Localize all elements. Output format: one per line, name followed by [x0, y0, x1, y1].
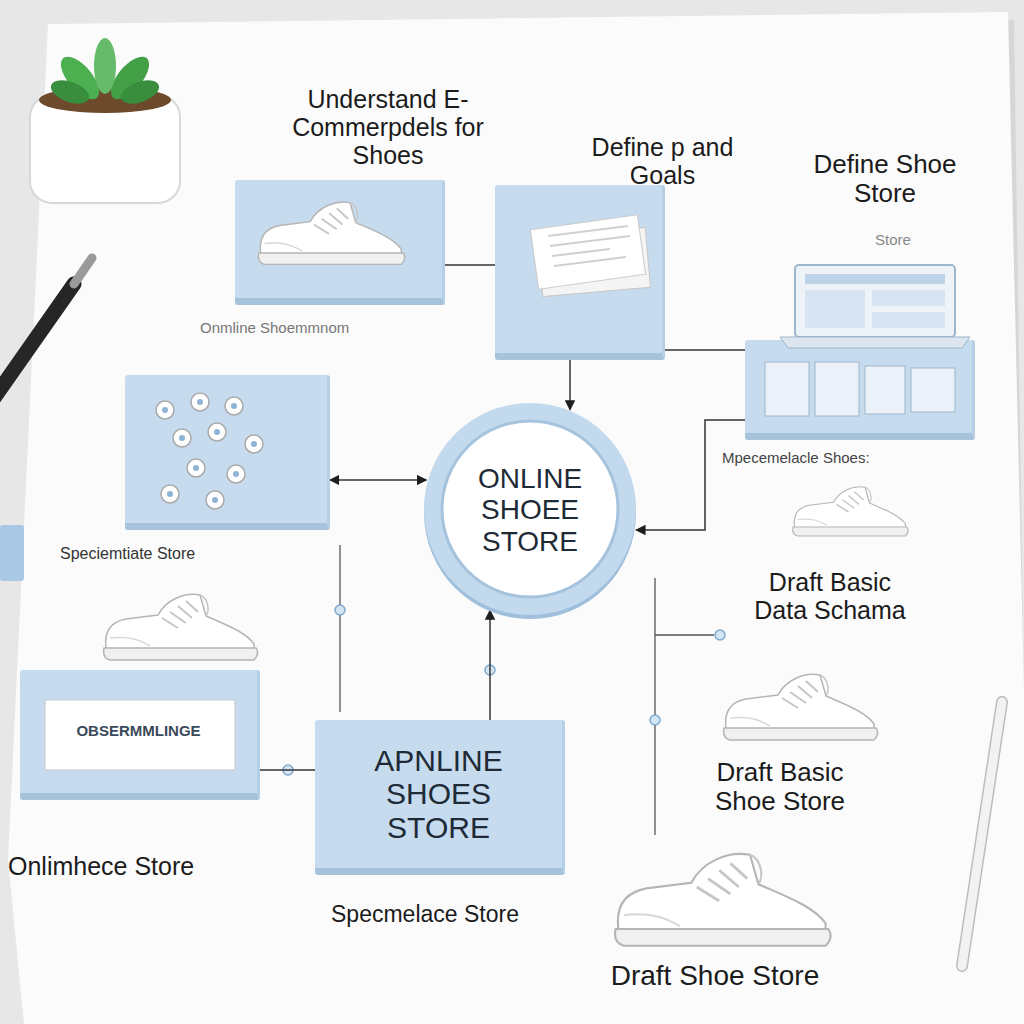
connector — [489, 610, 491, 720]
step-heading: Define Shoe Store — [795, 150, 975, 208]
step-label: Draft Basic Data Schama — [745, 568, 915, 624]
hub-title: ONLINE SHOEE STORE — [460, 463, 600, 557]
plant-pot — [30, 38, 180, 203]
step-caption: Onmline Shoemmnom — [200, 320, 390, 337]
sneaker-drawing — [615, 854, 831, 946]
guide-line — [655, 634, 714, 635]
step-box: Onmline Shoemmnom — [125, 375, 330, 530]
pen-body — [0, 284, 74, 398]
leaf — [48, 76, 92, 108]
node-dot — [650, 715, 660, 725]
step-label: Draft Shoe Store — [570, 960, 860, 991]
connector — [636, 420, 745, 530]
sneaker-drawing — [724, 674, 878, 740]
step-label: Mpecemelacle Shoes: — [722, 450, 947, 467]
sheet-lines — [548, 226, 630, 266]
paper-sheet — [8, 12, 1024, 1024]
sneaker-drawing — [104, 594, 258, 660]
white-card — [45, 700, 235, 770]
card — [865, 366, 905, 414]
paper-stack — [530, 215, 650, 297]
step-heading: Define p and Goals — [575, 133, 750, 189]
white-pen — [962, 702, 1002, 966]
black-pen — [0, 258, 92, 398]
laptop-base — [780, 337, 970, 348]
node-dot — [335, 605, 345, 615]
box-title: APNLINE SHOES STORE — [351, 744, 526, 845]
card-text: OBSERMMLINGE — [76, 723, 200, 740]
step-label: Specmelace Store — [295, 902, 555, 928]
connector — [569, 360, 571, 410]
pen-tip — [74, 258, 92, 284]
blue-block — [0, 525, 24, 581]
step-label: Draft Basic Shoe Store — [690, 758, 870, 816]
circle-face — [424, 403, 636, 615]
leaf — [94, 38, 116, 94]
step-label: Speciemtiate Store — [60, 545, 270, 563]
leaf — [118, 76, 162, 108]
pen-body — [962, 702, 1002, 966]
pen-outline — [962, 702, 1002, 966]
screen-row — [805, 290, 865, 328]
connector — [330, 479, 426, 481]
connector — [260, 769, 315, 771]
step-label: Onlimhece Store — [8, 852, 268, 880]
step-box: APNLINE SHOES STORE — [315, 720, 565, 875]
connector — [665, 349, 745, 351]
card — [765, 362, 809, 416]
card — [911, 368, 955, 412]
circle-center — [442, 421, 618, 597]
step-heading: Understand E-Commerpdels for Shoes — [288, 85, 488, 169]
guide-line — [339, 545, 340, 712]
guide-line — [654, 578, 655, 835]
connector — [445, 264, 495, 266]
screen-row — [805, 274, 945, 284]
step-subheading: Store — [875, 232, 935, 249]
node-dot — [715, 630, 725, 640]
laptop-drawing — [765, 265, 970, 416]
card — [815, 362, 859, 416]
screen-row — [872, 312, 945, 328]
screen — [795, 265, 955, 337]
screen-row — [872, 290, 945, 306]
sneaker-drawing — [793, 487, 909, 536]
hub-circle: ONLINE SHOEE STORE — [420, 400, 640, 620]
